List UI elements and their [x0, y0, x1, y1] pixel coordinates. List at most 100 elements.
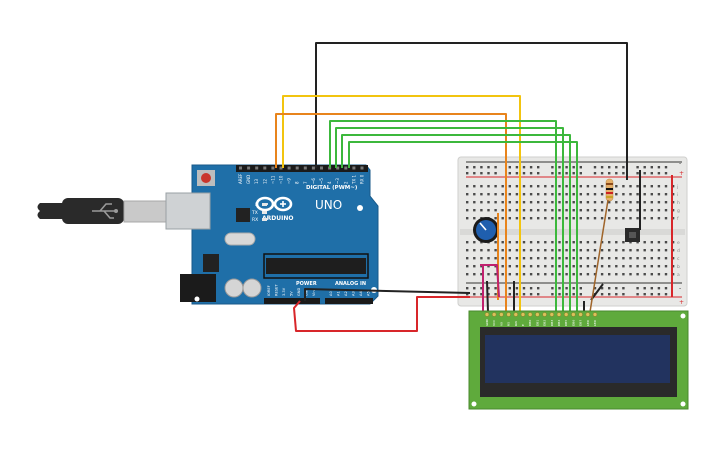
breadboard-hole[interactable]	[650, 241, 653, 244]
breadboard-hole[interactable]	[565, 257, 568, 260]
breadboard-hole[interactable]	[537, 287, 540, 290]
lcd-pin[interactable]	[549, 312, 555, 317]
breadboard-hole[interactable]	[466, 201, 469, 204]
breadboard-hole[interactable]	[473, 193, 476, 196]
breadboard-hole[interactable]	[643, 287, 646, 290]
breadboard-hole[interactable]	[643, 166, 646, 169]
breadboard-hole[interactable]	[480, 201, 483, 204]
breadboard-hole[interactable]	[664, 166, 668, 169]
breadboard-hole[interactable]	[664, 257, 668, 260]
breadboard-hole[interactable]	[636, 249, 639, 252]
breadboard-hole[interactable]	[615, 265, 618, 268]
digital-pin-hole[interactable]	[295, 166, 299, 170]
lcd-pin[interactable]	[556, 312, 562, 317]
breadboard-hole[interactable]	[515, 249, 519, 252]
breadboard-hole[interactable]	[515, 185, 519, 188]
breadboard-hole[interactable]	[466, 193, 469, 196]
breadboard-hole[interactable]	[593, 249, 597, 252]
breadboard-hole[interactable]	[494, 172, 497, 175]
breadboard-hole[interactable]	[522, 201, 526, 204]
breadboard-hole[interactable]	[636, 217, 639, 220]
breadboard-hole[interactable]	[615, 185, 618, 188]
breadboard-hole[interactable]	[579, 265, 582, 268]
breadboard-hole[interactable]	[622, 217, 625, 220]
breadboard-hole[interactable]	[586, 249, 590, 252]
breadboard-hole[interactable]	[466, 209, 469, 212]
digital-pin-hole[interactable]	[303, 166, 307, 170]
breadboard-hole[interactable]	[579, 273, 582, 276]
breadboard-hole[interactable]	[600, 273, 604, 276]
breadboard-hole[interactable]	[636, 273, 639, 276]
breadboard-hole[interactable]	[593, 273, 597, 276]
breadboard-hole[interactable]	[600, 185, 604, 188]
breadboard-hole[interactable]	[515, 287, 519, 290]
breadboard-hole[interactable]	[522, 241, 526, 244]
breadboard-hole[interactable]	[615, 273, 618, 276]
breadboard-hole[interactable]	[664, 193, 668, 196]
breadboard-hole[interactable]	[515, 257, 519, 260]
breadboard-hole[interactable]	[643, 209, 646, 212]
breadboard-hole[interactable]	[622, 265, 625, 268]
breadboard-hole[interactable]	[466, 265, 469, 268]
breadboard-hole[interactable]	[494, 273, 497, 276]
breadboard-hole[interactable]	[657, 265, 661, 268]
breadboard-hole[interactable]	[551, 201, 554, 204]
breadboard-hole[interactable]	[615, 241, 618, 244]
breadboard-hole[interactable]	[522, 166, 526, 169]
lcd-pin[interactable]	[506, 312, 511, 317]
breadboard-hole[interactable]	[593, 209, 597, 212]
breadboard-hole[interactable]	[544, 185, 547, 188]
breadboard-hole[interactable]	[515, 172, 519, 175]
breadboard-hole[interactable]	[494, 293, 497, 296]
breadboard-hole[interactable]	[600, 241, 604, 244]
breadboard-hole[interactable]	[572, 257, 575, 260]
breadboard-hole[interactable]	[480, 249, 483, 252]
breadboard-hole[interactable]	[629, 217, 632, 220]
breadboard-hole[interactable]	[579, 209, 582, 212]
breadboard-hole[interactable]	[473, 287, 476, 290]
digital-pin-hole[interactable]	[271, 166, 275, 170]
breadboard-hole[interactable]	[579, 185, 582, 188]
breadboard-hole[interactable]	[650, 217, 653, 220]
breadboard-hole[interactable]	[664, 201, 668, 204]
breadboard-hole[interactable]	[473, 185, 476, 188]
lcd-pin[interactable]	[535, 312, 540, 317]
breadboard-hole[interactable]	[572, 249, 575, 252]
breadboard-hole[interactable]	[572, 273, 575, 276]
breadboard-hole[interactable]	[650, 273, 653, 276]
breadboard-hole[interactable]	[629, 185, 632, 188]
breadboard-hole[interactable]	[657, 273, 661, 276]
lcd-pin[interactable]	[527, 312, 533, 317]
breadboard-hole[interactable]	[608, 287, 611, 290]
breadboard-hole[interactable]	[593, 257, 597, 260]
breadboard-hole[interactable]	[671, 201, 675, 204]
breadboard-hole[interactable]	[636, 166, 639, 169]
breadboard-hole[interactable]	[608, 249, 611, 252]
breadboard-hole[interactable]	[572, 201, 575, 204]
breadboard-hole[interactable]	[622, 257, 625, 260]
breadboard-hole[interactable]	[501, 209, 504, 212]
breadboard-hole[interactable]	[579, 166, 582, 169]
breadboard-hole[interactable]	[529, 185, 533, 188]
breadboard-hole[interactable]	[522, 185, 526, 188]
breadboard-hole[interactable]	[593, 193, 597, 196]
breadboard-hole[interactable]	[657, 217, 661, 220]
breadboard-hole[interactable]	[593, 265, 597, 268]
breadboard-hole[interactable]	[558, 209, 561, 212]
breadboard-hole[interactable]	[551, 293, 554, 296]
breadboard-hole[interactable]	[529, 249, 533, 252]
breadboard-hole[interactable]	[579, 249, 582, 252]
breadboard-hole[interactable]	[466, 287, 469, 290]
breadboard-hole[interactable]	[522, 217, 526, 220]
breadboard-hole[interactable]	[480, 257, 483, 260]
breadboard-hole[interactable]	[508, 193, 511, 196]
breadboard-hole[interactable]	[615, 293, 618, 296]
breadboard-hole[interactable]	[537, 217, 540, 220]
breadboard-hole[interactable]	[558, 249, 561, 252]
breadboard-hole[interactable]	[622, 185, 625, 188]
breadboard-hole[interactable]	[608, 273, 611, 276]
breadboard-hole[interactable]	[501, 193, 504, 196]
breadboard-hole[interactable]	[544, 193, 547, 196]
breadboard-hole[interactable]	[551, 166, 554, 169]
breadboard-hole[interactable]	[664, 217, 668, 220]
